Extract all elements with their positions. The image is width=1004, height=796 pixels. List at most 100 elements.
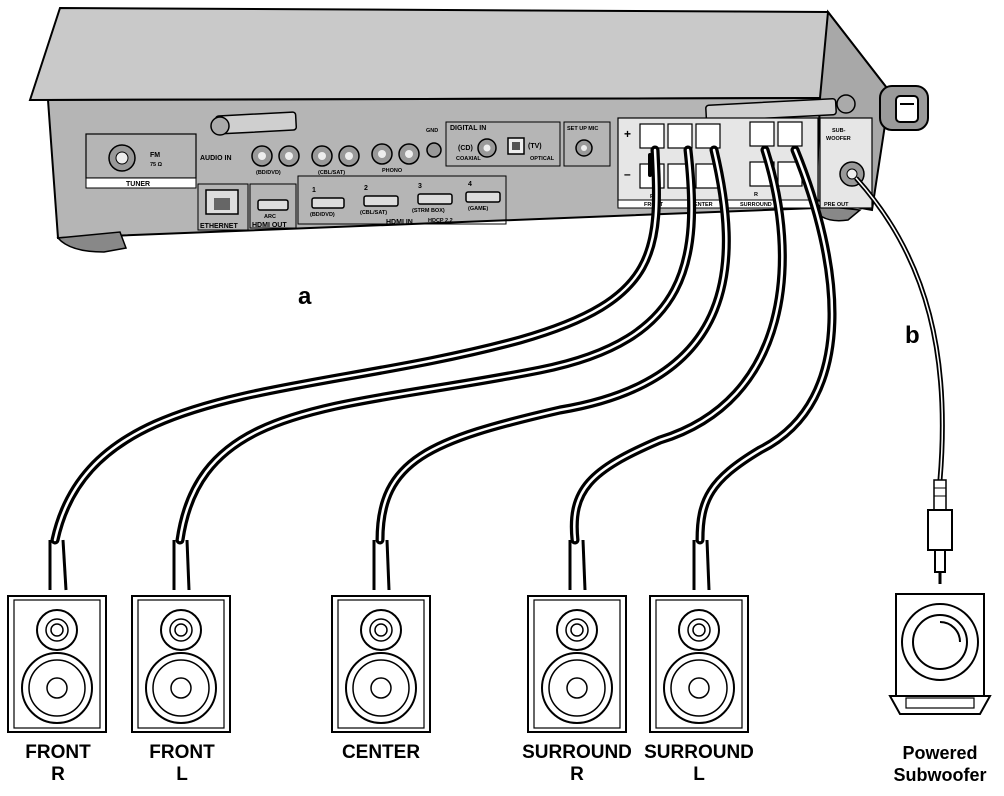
fm-ohm-label: 75 Ω bbox=[150, 162, 163, 168]
hdmi-in-1-name: (BD/DVD) bbox=[310, 212, 335, 218]
speaker-label-front-r: FRONT R bbox=[0, 742, 128, 786]
sub-label-1: SUB- bbox=[832, 128, 846, 134]
powered-subwoofer-icon bbox=[888, 593, 992, 715]
setup-mic-section: SET UP MIC bbox=[563, 121, 611, 167]
rca-jack[interactable] bbox=[251, 145, 273, 167]
cable-center bbox=[375, 145, 731, 545]
rca-jack[interactable] bbox=[278, 145, 300, 167]
hdmi-in-label: HDMI IN bbox=[386, 219, 413, 226]
speaker-cables bbox=[50, 145, 837, 545]
speaker-center-icon bbox=[331, 595, 431, 733]
speaker-label-front-l: FRONT L bbox=[112, 742, 252, 786]
cable-front-l bbox=[175, 145, 697, 545]
rca-jack[interactable] bbox=[398, 143, 420, 165]
cable-surround-l bbox=[695, 145, 837, 545]
subwoofer-cable bbox=[854, 176, 953, 584]
ethernet-port[interactable] bbox=[205, 189, 239, 215]
digital-in-label: DIGITAL IN bbox=[450, 125, 486, 132]
sub-label-2: WOOFER bbox=[826, 136, 851, 142]
setup-mic-jack[interactable] bbox=[575, 139, 593, 157]
speaker-label-center: CENTER bbox=[311, 742, 451, 764]
speaker-label-surround-l: SURROUND L bbox=[629, 742, 769, 786]
hdmi-arc-label: ARC bbox=[264, 214, 276, 220]
hdmi-in-port-3[interactable] bbox=[417, 193, 453, 205]
speaker-label-line2: Subwoofer bbox=[893, 765, 987, 785]
hdmi-in-1-num: 1 bbox=[312, 187, 316, 194]
hdmi-in-4-num: 4 bbox=[468, 181, 472, 188]
speaker-label-line1: SURROUND bbox=[522, 742, 632, 763]
coaxial-sub-label: COAXIAL bbox=[456, 156, 481, 162]
minus-label: – bbox=[624, 167, 631, 181]
hdmi-in-port-4[interactable] bbox=[465, 191, 501, 203]
speaker-label-line2: L bbox=[176, 764, 188, 785]
ethernet-label: ETHERNET bbox=[200, 223, 238, 230]
speaker-label-line1: FRONT bbox=[149, 742, 215, 763]
optical-sub-label: OPTICAL bbox=[530, 156, 555, 162]
hdmi-out-section: ARC HDMI OUT bbox=[249, 183, 297, 229]
antenna-right-icon bbox=[705, 94, 856, 122]
rca-jack[interactable] bbox=[311, 145, 333, 167]
speaker-surround-r-icon bbox=[527, 595, 627, 733]
cable-label-a: a bbox=[298, 283, 312, 310]
audio-in-phono-label: PHONO bbox=[382, 168, 403, 174]
power-inlet bbox=[879, 85, 929, 131]
av-receiver: FM 75 Ω TUNER AUDIO IN (BD/DVD) (CBL/SAT… bbox=[28, 6, 929, 253]
speaker-wire-ends bbox=[48, 539, 711, 591]
hdmi-in-section: 1 (BD/DVD) 2 (CBL/SAT) 3 (STRM BOX) 4 (G… bbox=[297, 175, 507, 226]
speaker-label-line1: SURROUND bbox=[644, 742, 754, 763]
speaker-label-line1: CENTER bbox=[341, 742, 421, 763]
cable-surround-r bbox=[569, 145, 787, 545]
audio-in-label: AUDIO IN bbox=[200, 155, 232, 162]
digital-in-section: DIGITAL IN (CD) COAXIAL (TV) OPTICAL bbox=[445, 121, 561, 167]
cable-label-b: b bbox=[905, 322, 920, 349]
coaxial-label: (CD) bbox=[458, 145, 473, 152]
ethernet-section: ETHERNET bbox=[197, 183, 249, 231]
audio-in-bd-label: (BD/DVD) bbox=[256, 170, 281, 176]
speaker-label-line2: L bbox=[693, 764, 705, 785]
pre-out-label: PRE OUT bbox=[824, 202, 849, 208]
fm-antenna-jack[interactable] bbox=[108, 144, 136, 172]
optical-jack[interactable] bbox=[507, 137, 525, 155]
hdmi-in-4-name: (GAME) bbox=[468, 206, 488, 212]
gnd-terminal[interactable] bbox=[426, 142, 442, 158]
rca-jack[interactable] bbox=[371, 143, 393, 165]
speaker-front-r-icon bbox=[7, 595, 107, 733]
speaker-surround-l-icon bbox=[649, 595, 749, 733]
hdmi-in-3-num: 3 bbox=[418, 183, 422, 190]
tuner-section: FM 75 Ω TUNER bbox=[85, 133, 197, 189]
optical-label: (TV) bbox=[528, 143, 542, 150]
gnd-label: GND bbox=[426, 128, 438, 134]
surround-r-label: R bbox=[754, 192, 758, 198]
hdmi-in-3-name: (STRM BOX) bbox=[412, 208, 445, 214]
audio-in-cbl-label: (CBL/SAT) bbox=[318, 170, 345, 176]
plus-label: + bbox=[624, 127, 631, 141]
rca-plug-icon bbox=[927, 479, 953, 584]
hdmi-out-port[interactable] bbox=[257, 199, 289, 211]
speaker-label-surround-r: SURROUND R bbox=[507, 742, 647, 786]
hdcp-label: HDCP 2.2 bbox=[428, 218, 453, 224]
antenna-left-icon bbox=[210, 111, 298, 136]
subwoofer-pre-out: SUB- WOOFER PRE OUT bbox=[819, 117, 873, 209]
hdmi-in-port-2[interactable] bbox=[363, 195, 399, 207]
rca-jack[interactable] bbox=[338, 145, 360, 167]
speaker-label-subwoofer: Powered Subwoofer bbox=[870, 742, 1004, 786]
fm-label: FM bbox=[150, 152, 160, 159]
speaker-label-line1: Powered bbox=[902, 743, 978, 763]
speaker-front-l-icon bbox=[131, 595, 231, 733]
hdmi-in-port-1[interactable] bbox=[311, 197, 345, 209]
speaker-label-line2: R bbox=[51, 764, 65, 785]
hdmi-in-2-num: 2 bbox=[364, 185, 368, 192]
hdmi-in-2-name: (CBL/SAT) bbox=[360, 210, 387, 216]
speaker-label-line2: R bbox=[570, 764, 584, 785]
tuner-label: TUNER bbox=[126, 181, 150, 188]
hdmi-out-label: HDMI OUT bbox=[252, 222, 287, 229]
speaker-label-line1: FRONT bbox=[25, 742, 91, 763]
surround-term-label: SURROUND bbox=[740, 202, 772, 208]
setup-mic-label: SET UP MIC bbox=[567, 126, 598, 132]
center-term-label: CENTER bbox=[690, 202, 713, 208]
cable-front-r bbox=[50, 145, 661, 545]
speaker-post-row-top bbox=[639, 121, 803, 149]
coaxial-jack[interactable] bbox=[477, 138, 497, 158]
audio-in-jacks bbox=[251, 143, 420, 167]
